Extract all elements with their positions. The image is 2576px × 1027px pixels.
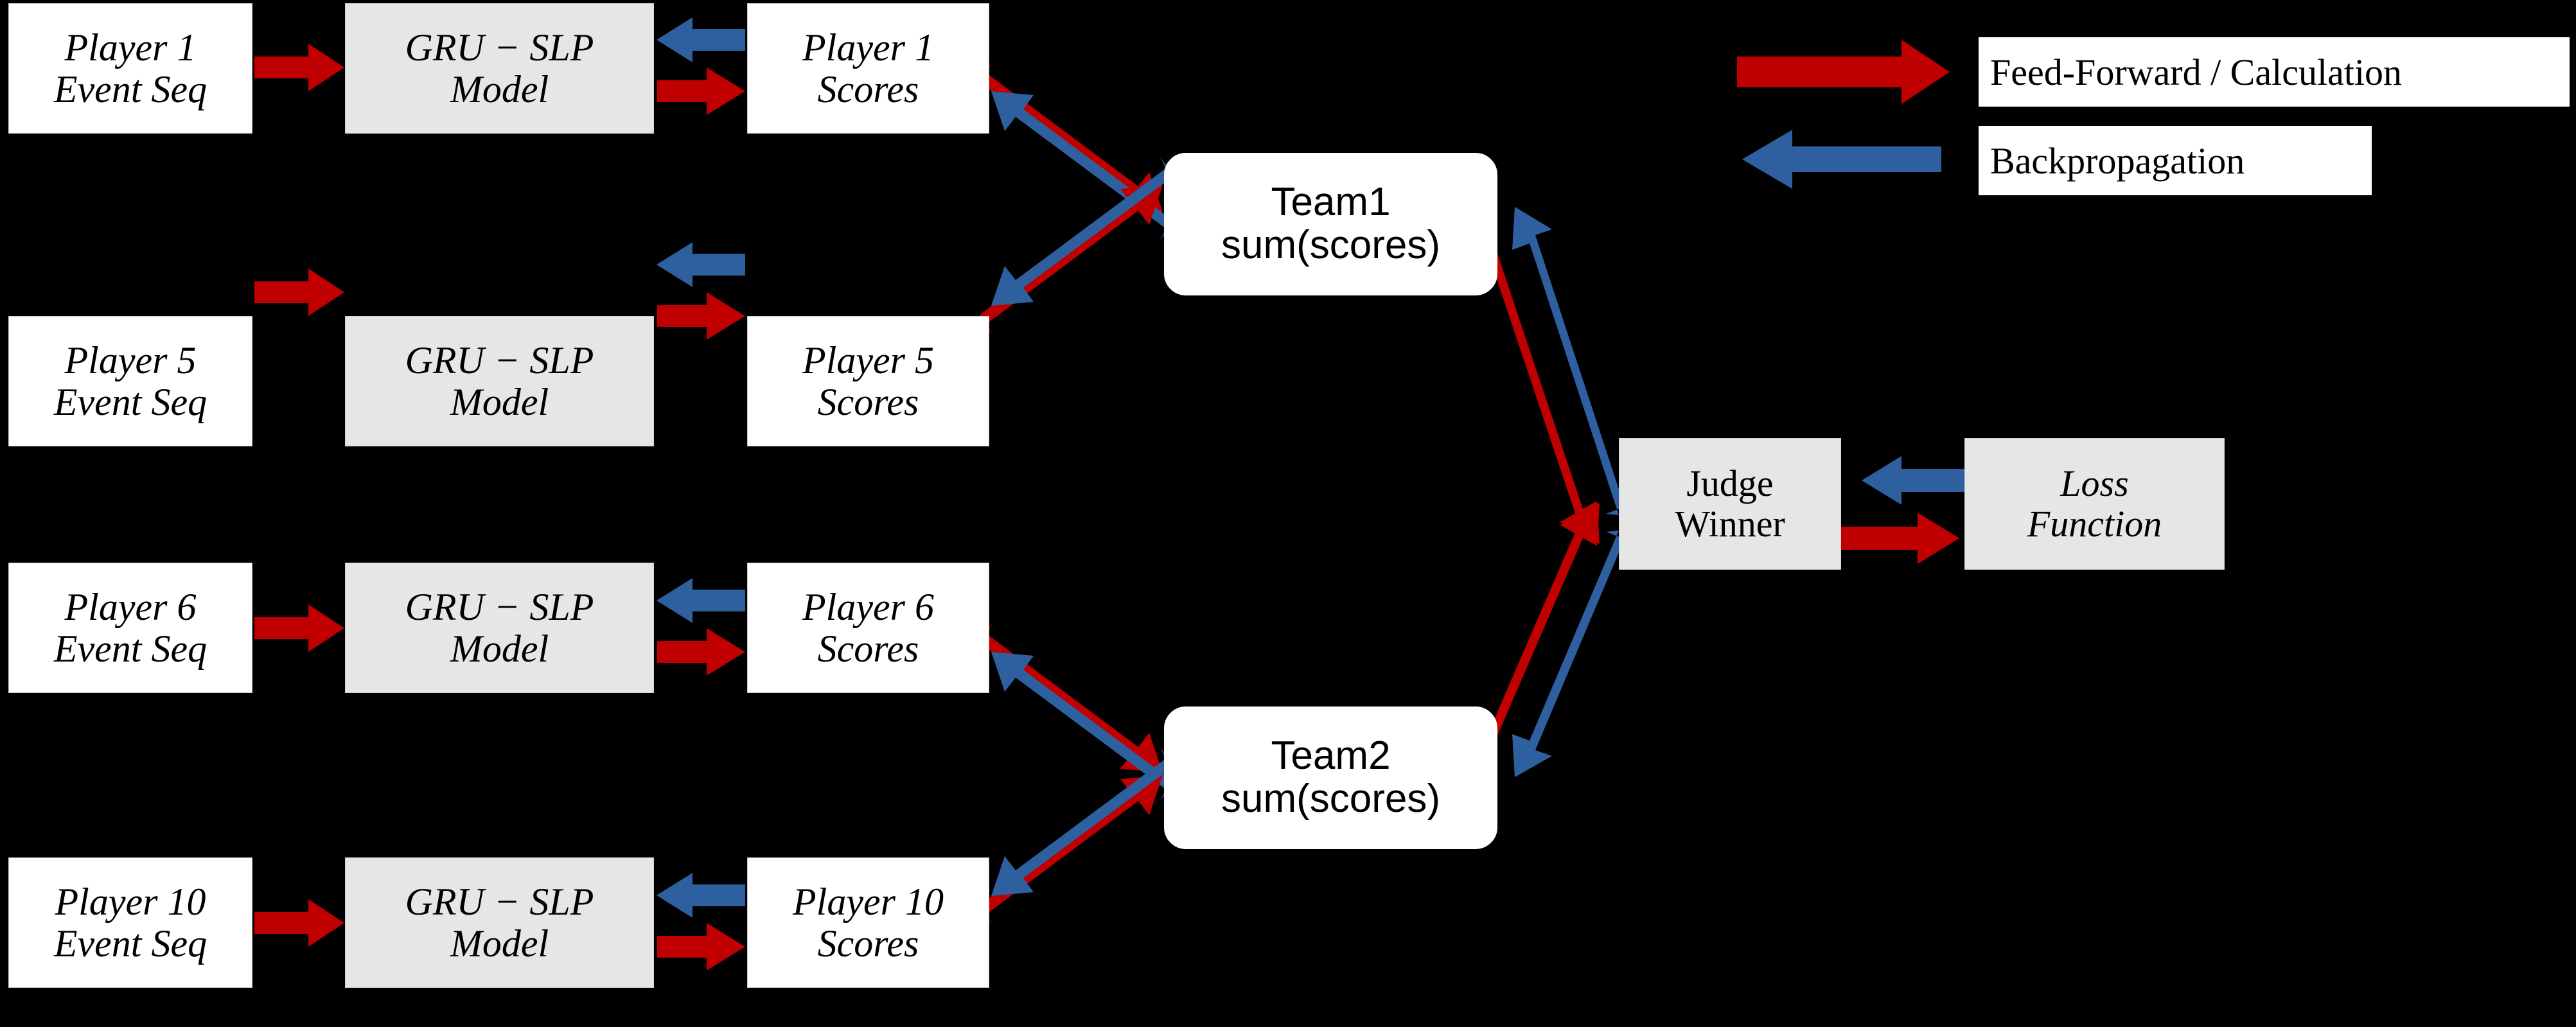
node-player-input-row3[interactable]: Player 6 Event Seq (8, 563, 252, 693)
node-line-2: Scores (817, 627, 919, 670)
node-line-2: Event Seq (53, 67, 207, 110)
node-line-1: GRU − SLP (405, 585, 594, 628)
node-line-1: Player 5 (802, 338, 934, 382)
node-line-2: Model (450, 380, 549, 423)
arrow-team2-to-scores-row4 (991, 747, 1174, 896)
node-line-2: Event Seq (53, 627, 207, 670)
arrow-model-to-scores-row1 (657, 67, 745, 115)
node-line-2: sum(scores) (1221, 223, 1441, 267)
arrow-scores-to-model-row3 (657, 578, 745, 623)
node-line-2: Event Seq (53, 922, 207, 965)
node-line-1: Player 5 (64, 338, 197, 382)
arrow-judge-to-loss (1841, 513, 1959, 564)
node-line-2: Model (450, 922, 549, 965)
arrow-scores-to-team1-row1 (979, 62, 1163, 212)
node-line-2: Function (2027, 502, 2162, 545)
arrow-scores-to-model-row2 (657, 242, 745, 287)
arrow-scores-to-model-row1 (657, 17, 745, 62)
node-line-2: Model (450, 67, 549, 110)
node-line-2: Event Seq (53, 380, 207, 423)
node-line-1: GRU − SLP (405, 26, 594, 69)
node-player-scores-row2[interactable]: Player 5 Scores (747, 316, 989, 446)
node-line-1: Player 10 (793, 880, 944, 923)
arrow-judge-to-team2 (1512, 531, 1625, 777)
node-line-1: GRU − SLP (405, 338, 594, 382)
arrow-scores-to-team2-row3 (979, 623, 1163, 773)
legend-right-arrow-icon (1737, 40, 1950, 104)
node-line-1: Player 6 (802, 585, 934, 628)
node-line-2: sum(scores) (1221, 777, 1441, 821)
arrow-scores-to-model-row4 (657, 873, 745, 918)
node-line-1: Player 6 (64, 585, 197, 628)
node-gru-slp-model-row1[interactable]: GRU − SLP Model (345, 3, 654, 134)
node-gru-slp-model-row3[interactable]: GRU − SLP Model (345, 563, 654, 693)
node-line-1: Team1 (1271, 180, 1391, 225)
node-team2-sum-scores[interactable]: Team2 sum(scores) (1164, 707, 1497, 849)
arrow-input-to-model-row1 (254, 44, 344, 91)
legend-label: Backpropagation (1990, 139, 2245, 182)
node-line-1: Team2 (1271, 733, 1391, 778)
node-line-2: Scores (817, 380, 919, 423)
node-player-scores-row4[interactable]: Player 10 Scores (747, 857, 989, 988)
arrow-team2-to-scores-row3 (991, 652, 1174, 801)
arrow-loss-to-judge (1862, 456, 1964, 505)
legend-label: Feed-Forward / Calculation (1990, 51, 2403, 93)
node-player-input-row4[interactable]: Player 10 Event Seq (8, 857, 252, 988)
node-gru-slp-model-row2[interactable]: GRU − SLP Model (345, 316, 654, 446)
legend-left-arrow-icon (1742, 130, 1941, 189)
node-line-2: Scores (817, 67, 919, 110)
arrow-model-to-scores-row3 (657, 628, 745, 676)
arrow-team1-to-scores-row1 (991, 91, 1174, 240)
legend-item-feed-forward: Feed-Forward / Calculation (1979, 37, 2570, 107)
node-player-input-row1[interactable]: Player 1 Event Seq (8, 3, 252, 134)
arrow-input-to-model-row4 (254, 899, 344, 947)
arrow-input-to-model-row3 (254, 604, 344, 652)
node-line-1: Player 10 (55, 880, 206, 923)
arrow-scores-to-team2-row4 (979, 775, 1163, 925)
arrow-judge-to-team1 (1512, 207, 1625, 515)
node-line-2: Winner (1675, 502, 1785, 545)
node-player-input-row2[interactable]: Player 5 Event Seq (8, 316, 252, 446)
node-line-1: GRU − SLP (405, 880, 594, 923)
node-line-2: Model (450, 627, 549, 670)
node-line-2: Scores (817, 922, 919, 965)
arrow-input-to-model-row2 (254, 268, 344, 316)
node-team1-sum-scores[interactable]: Team1 sum(scores) (1164, 153, 1497, 295)
legend-item-backpropagation: Backpropagation (1979, 126, 2372, 195)
node-line-1: Loss (2060, 462, 2129, 504)
node-line-1: Player 1 (64, 26, 197, 69)
arrow-model-to-scores-row2 (657, 292, 745, 340)
node-line-1: Player 1 (802, 26, 934, 69)
node-player-scores-row1[interactable]: Player 1 Scores (747, 3, 989, 134)
arrow-model-to-scores-row4 (657, 923, 745, 970)
arrow-team1-to-scores-row2 (991, 157, 1174, 306)
node-gru-slp-model-row4[interactable]: GRU − SLP Model (345, 857, 654, 988)
node-loss-function[interactable]: Loss Function (1964, 438, 2225, 570)
arrow-scores-to-team1-row2 (979, 185, 1163, 335)
node-player-scores-row3[interactable]: Player 6 Scores (747, 563, 989, 693)
node-judge-winner[interactable]: Judge Winner (1619, 438, 1841, 570)
node-line-1: Judge (1686, 462, 1774, 504)
